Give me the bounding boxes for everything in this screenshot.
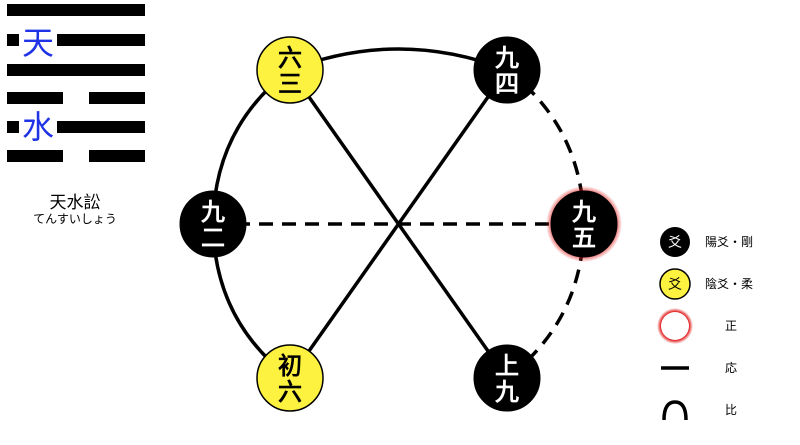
- node-jo: 上九: [473, 344, 541, 412]
- legend: 爻 陽爻・剛 爻 陰爻・柔 正 応 比: [655, 222, 795, 442]
- yin-node-circle: [256, 36, 324, 104]
- node-san-char-1: 三: [278, 70, 302, 98]
- node-jo-char-0: 上: [495, 352, 519, 380]
- line-3-yin-left: [7, 92, 63, 104]
- node-ni: 九二: [179, 190, 247, 258]
- yin-node-circle: [256, 344, 324, 412]
- node-jo-char-1: 九: [494, 378, 519, 406]
- lower-trigram-label: 水: [22, 108, 54, 146]
- line-3-yin-right: [89, 92, 145, 104]
- correspondence-line-icon: [661, 366, 689, 370]
- connection-lines: [211, 47, 586, 380]
- lower-trigram-bg: [19, 106, 57, 144]
- adjacency-arc-icon: [662, 400, 688, 421]
- node-san-char-0: 六: [278, 44, 302, 72]
- line-1-yin-right: [89, 150, 145, 162]
- svg-text:爻: 爻: [668, 277, 682, 293]
- legend-yin-label: 陰爻・柔: [705, 277, 754, 291]
- yang-node-circle: [473, 36, 541, 104]
- node-go-char-0: 九: [571, 198, 596, 226]
- legend-arc-label: 比: [725, 403, 738, 417]
- line-4-yang: [7, 64, 145, 76]
- hexagram-figure: 天 水: [7, 4, 145, 162]
- node-ni-char-1: 二: [201, 224, 225, 252]
- yang-node-circle: [550, 190, 618, 258]
- legend-correct-label: 正: [725, 319, 738, 333]
- yang-node-circle: [179, 190, 247, 258]
- hexagram-name: 天水訟: [49, 193, 101, 213]
- svg-text:爻: 爻: [668, 235, 682, 251]
- line-1-yin-left: [7, 150, 63, 162]
- legend-line-label: 応: [725, 361, 738, 375]
- node-shi-char-1: 四: [495, 70, 519, 98]
- legend-line: 応: [655, 348, 795, 388]
- node-shoku: 初六: [256, 344, 324, 412]
- node-san: 六三: [256, 36, 324, 104]
- legend-yang: 爻 陽爻・剛: [655, 222, 795, 262]
- legend-arc: 比: [655, 390, 795, 430]
- upper-trigram-label: 天: [22, 24, 54, 62]
- legend-correct: 正: [655, 306, 795, 346]
- correct-ring-icon: [657, 308, 693, 344]
- node-go: 九五: [546, 186, 622, 262]
- node-ni-char-0: 九: [200, 198, 225, 226]
- line-6-yang: [7, 4, 145, 16]
- node-shi: 九四: [473, 36, 541, 104]
- hexagram-reading: てんすいしょう: [33, 212, 117, 226]
- node-shi-char-0: 九: [494, 44, 519, 72]
- yin-node-icon: 爻: [659, 268, 691, 300]
- legend-yin: 爻 陰爻・柔: [655, 264, 795, 304]
- node-shoku-char-0: 初: [278, 352, 302, 380]
- yang-node-icon: 爻: [660, 227, 690, 257]
- upper-trigram-bg: [19, 22, 57, 60]
- node-go-char-1: 五: [572, 224, 596, 252]
- yang-node-circle: [473, 344, 541, 412]
- legend-yang-label: 陽爻・剛: [705, 235, 754, 249]
- node-shoku-char-1: 六: [278, 378, 302, 406]
